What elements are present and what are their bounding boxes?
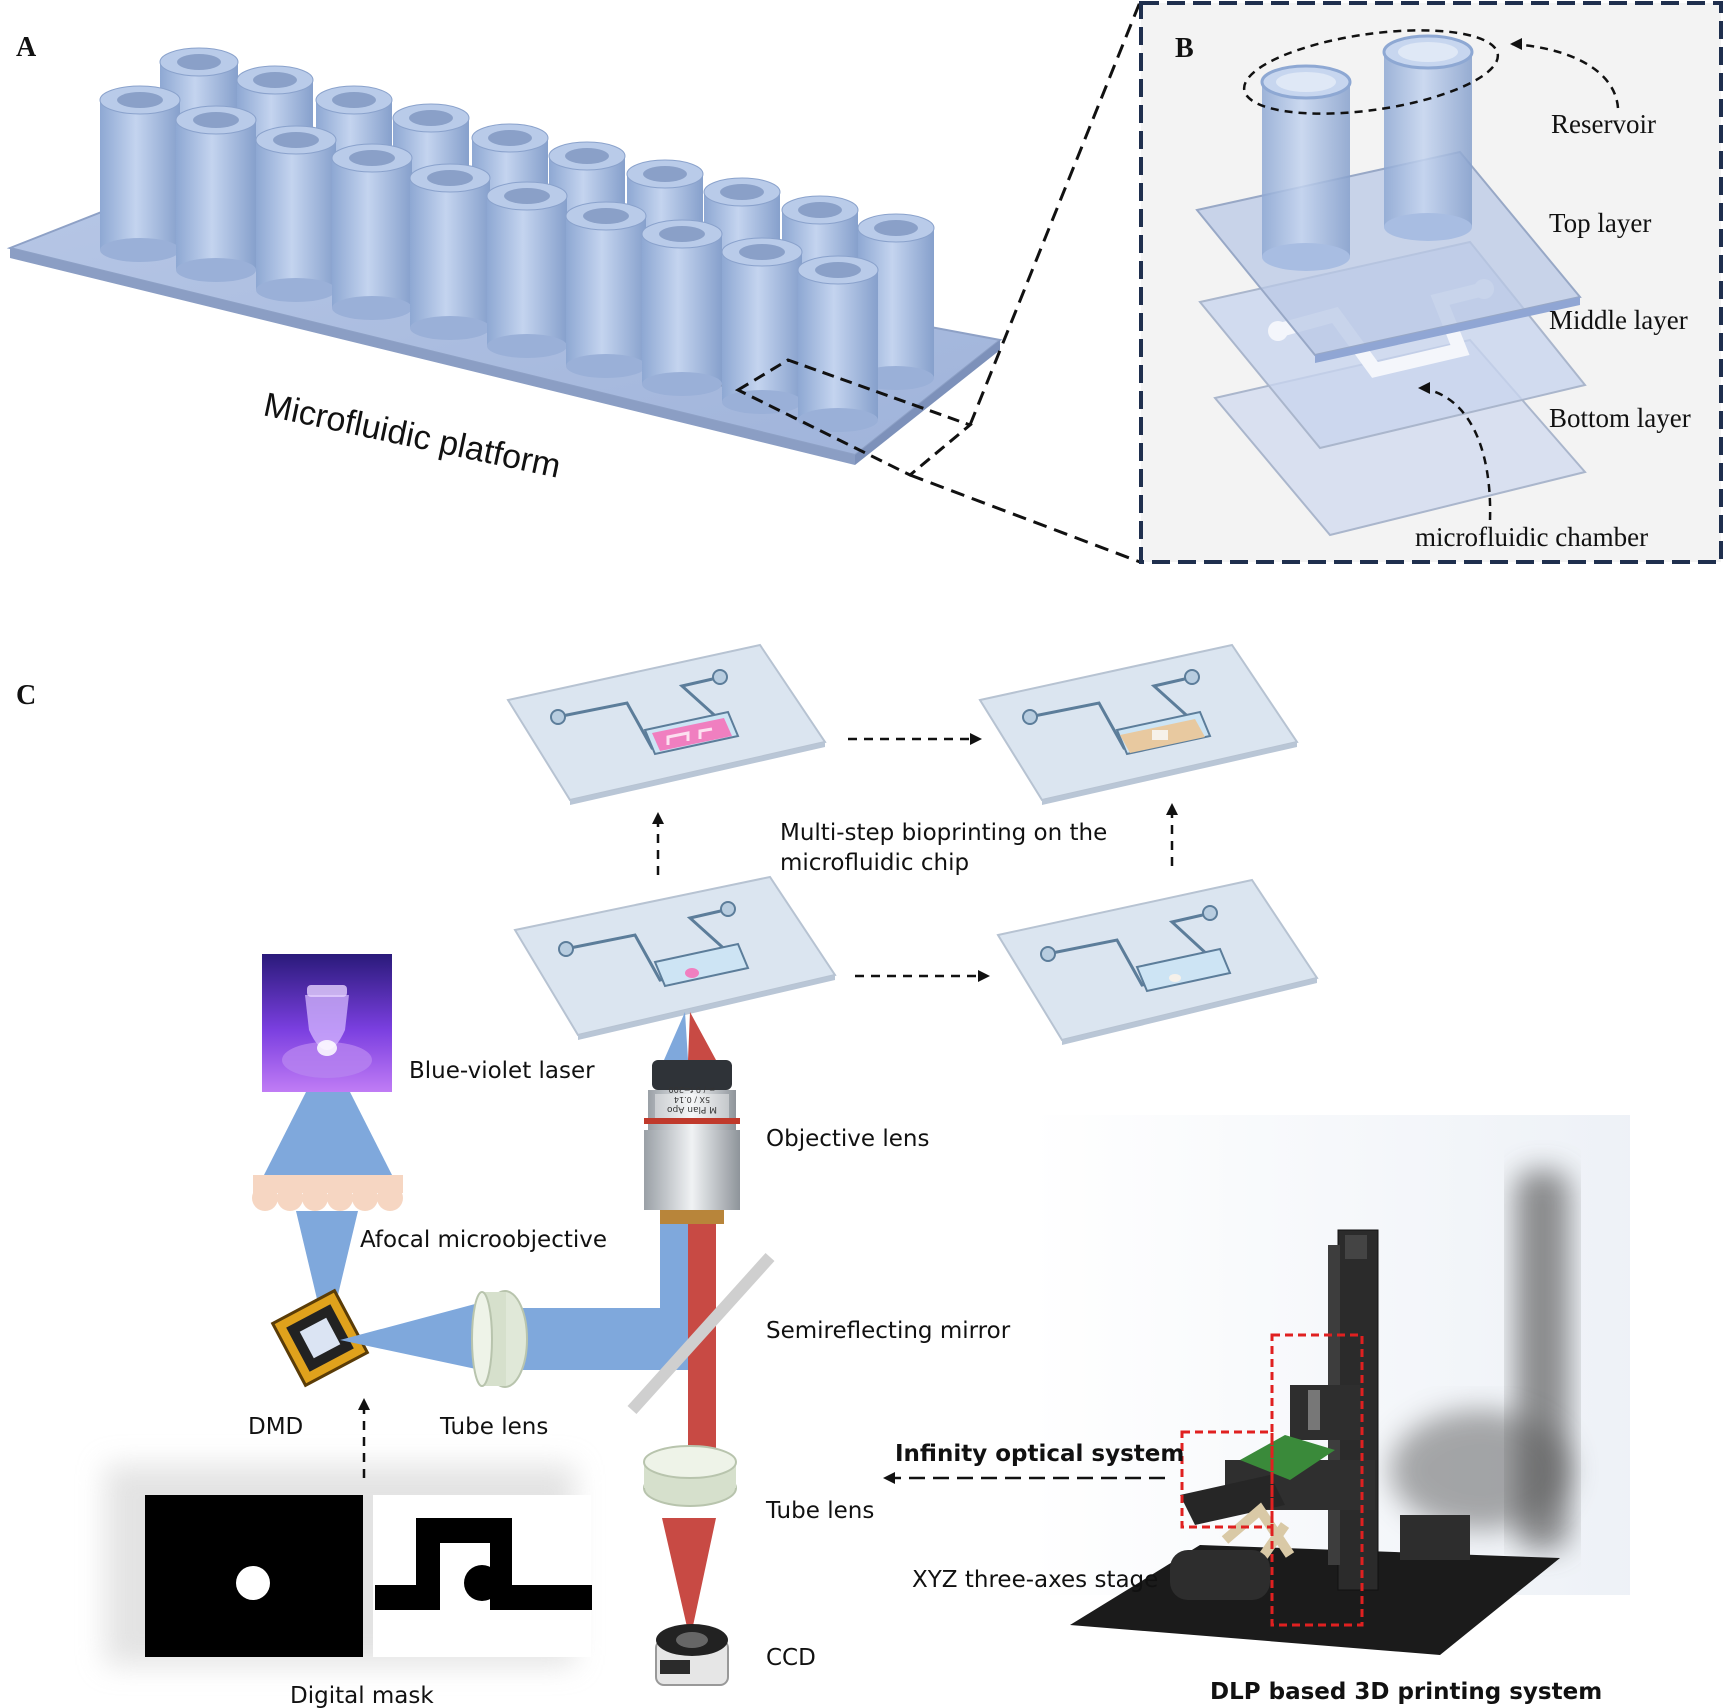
arrow-head (1166, 803, 1178, 815)
panel-c: C (16, 643, 1630, 1708)
label-dmd: DMD (248, 1414, 303, 1440)
semireflecting-mirror-icon (627, 1252, 775, 1415)
label-microfluidic-chamber: microfluidic chamber (1415, 522, 1648, 552)
arrow-head (358, 1398, 370, 1410)
reservoir-cylinder (641, 219, 723, 396)
arrow-head (883, 1472, 895, 1484)
tube-lens-2-icon (643, 1445, 737, 1507)
reservoir-highlight (1242, 29, 1500, 115)
panel-c-letter: C (16, 680, 36, 711)
chip-step-3 (506, 643, 827, 805)
panel-b-letter: B (1175, 33, 1194, 64)
chip-step-1 (513, 875, 837, 1040)
zoom-line-upper (968, 1, 1142, 426)
label-blue-violet-laser: Blue-violet laser (409, 1058, 595, 1084)
reservoir-cylinder (175, 105, 257, 282)
label-tube-lens-2: Tube lens (765, 1498, 874, 1524)
label-infinity-optical-system: Infinity optical system (895, 1441, 1184, 1467)
dmd-chip-icon (270, 1288, 370, 1388)
tube-lens-1-icon (471, 1290, 528, 1388)
objective-beam-top-red (688, 1012, 716, 1060)
horizontal-blue-beam (505, 1308, 675, 1370)
laser-beam-upper (264, 1092, 392, 1175)
objective-beam-top-blue (664, 1012, 688, 1060)
reservoir-cylinder (99, 85, 181, 262)
label-semireflecting-mirror: Semireflecting mirror (766, 1318, 1011, 1344)
dlp-printer-rendering (1030, 1115, 1630, 1655)
chip-step-2 (996, 878, 1319, 1045)
label-reservoir: Reservoir (1551, 109, 1656, 139)
reservoir-cylinder (721, 237, 803, 414)
reservoir-cylinder (409, 163, 491, 340)
reservoir-cylinder (486, 181, 568, 358)
afocal-microobjective-icon (252, 1175, 403, 1211)
step-arrows (656, 737, 1174, 978)
blue-violet-laser-photo (262, 954, 392, 1092)
reservoir-cylinder (255, 125, 337, 302)
label-tube-lens-1: Tube lens (439, 1414, 548, 1440)
top-layer-edge (1315, 297, 1580, 363)
reservoir-cylinder (565, 201, 647, 378)
panel-a-letter: A (16, 32, 37, 63)
microfluidic-platform-label: Microfluidic platform (260, 386, 564, 486)
label-dlp-system: DLP based 3D printing system (1210, 1679, 1602, 1705)
bioprinting-caption-line2: microfluidic chip (780, 850, 969, 876)
label-digital-mask: Digital mask (290, 1683, 434, 1708)
zoom-line-lower (909, 473, 1141, 564)
reservoir-cylinders (99, 47, 935, 432)
objective-lens-icon: M Plan Apo 5X / 0.14 ∞ / 0 f=200 (644, 1060, 740, 1224)
reservoir-arrow (1511, 42, 1620, 109)
label-afocal-microobjective: Afocal microobjective (360, 1227, 607, 1253)
panel-a: A (6, 1, 1142, 564)
objective-marking-1: M Plan Apo (667, 1104, 718, 1114)
digital-mask (105, 1465, 592, 1665)
panel-b-reservoir-left (1260, 64, 1352, 271)
objective-marking-2: 5X / 0.14 (674, 1095, 710, 1104)
ccd-camera-icon (655, 1624, 729, 1686)
label-ccd: CCD (766, 1645, 816, 1671)
label-bottom-layer: Bottom layer (1549, 403, 1691, 433)
label-middle-layer: Middle layer (1549, 305, 1688, 335)
chamber-arrow (1419, 386, 1492, 521)
reservoir-cylinder (331, 143, 413, 320)
reservoir-cylinder (797, 255, 879, 432)
arrow-head (652, 812, 664, 824)
red-beam-cone (662, 1518, 716, 1640)
label-objective-lens: Objective lens (766, 1126, 929, 1152)
label-xyz-stage: XYZ three-axes stage (912, 1567, 1158, 1593)
chip-step-4 (978, 643, 1299, 805)
arrow-head (970, 733, 982, 745)
objective-marking-3: ∞ / 0 f=200 (669, 1085, 716, 1094)
dmd-reflection-beam (340, 1300, 490, 1372)
bioprinting-caption-line1: Multi-step bioprinting on the (780, 820, 1107, 846)
arrow-head (978, 970, 990, 982)
inlet-port (1268, 321, 1288, 341)
label-top-layer: Top layer (1549, 208, 1651, 238)
laser-beam-lower (296, 1211, 358, 1320)
panel-b-reservoir-right (1382, 34, 1474, 241)
infinity-optical-highlight-2 (1270, 1333, 1364, 1627)
panel-b: B Reservoir Top layer (1139, 1, 1723, 564)
